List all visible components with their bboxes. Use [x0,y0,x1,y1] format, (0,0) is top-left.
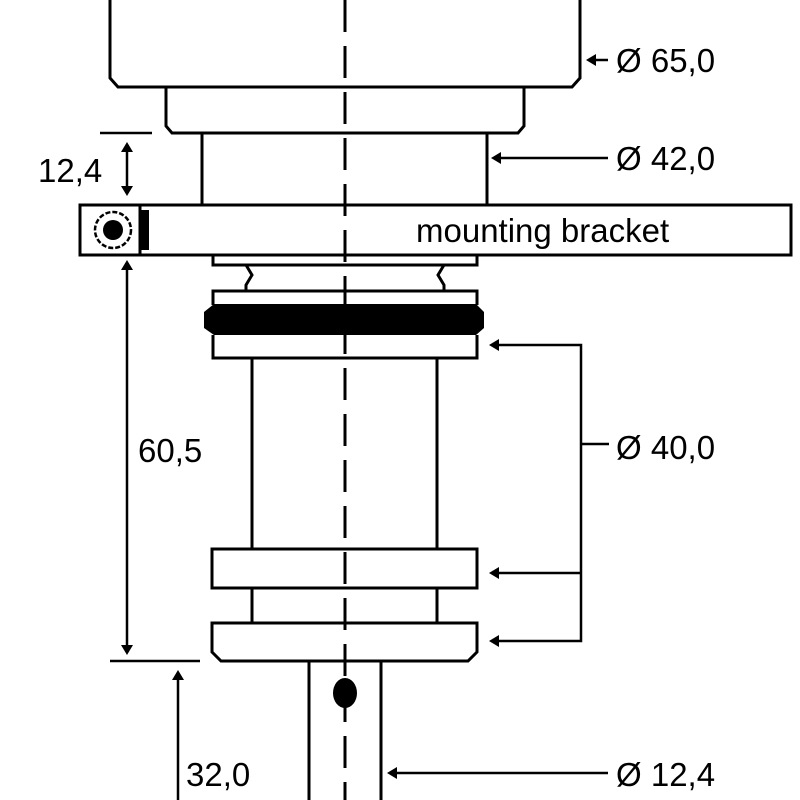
arrowhead-12-4-down [121,186,133,196]
body-short [250,588,439,623]
dim-label-12-4: 12,4 [38,152,102,189]
arrowhead-32-up [172,670,184,680]
bracket-bolt-icon [103,220,123,240]
groove [244,264,446,291]
dim-bracket-40 [497,343,609,643]
bracket-bolt-ring-icon [93,210,133,250]
bottom-ring [210,621,479,663]
o-ring-seal [204,304,484,335]
seal-lower-ring [211,335,479,360]
arrowhead-40-a [489,339,499,351]
arrowhead-40-b [489,567,499,579]
top-housing [108,0,582,89]
dim-label-42: Ø 42,0 [616,140,715,177]
arrowhead-12-4-up [121,142,133,152]
dim-label-40: Ø 40,0 [616,429,715,466]
middle-ring [210,547,479,590]
arrowhead-60-5-down [121,645,133,655]
arrowhead-65 [586,54,596,66]
shaft [307,661,383,800]
arrowhead-60-5-up [121,260,133,270]
lower-collar [211,255,479,267]
neck [200,133,489,205]
bracket-label: mounting bracket [416,212,669,249]
dim-label-60-5: 60,5 [138,432,202,469]
mounting-bracket [78,203,793,257]
dim-label-65: Ø 65,0 [616,42,715,79]
arrowhead-12-4-dia [387,767,397,779]
arrowhead-40-c [489,635,499,647]
dim-label-12-4-dia: Ø 12,4 [616,756,715,793]
housing-shoulder [164,87,526,135]
body [250,358,439,549]
arrowhead-42 [491,152,501,164]
bracket-clip [141,210,149,250]
dim-label-32: 32,0 [186,756,250,793]
